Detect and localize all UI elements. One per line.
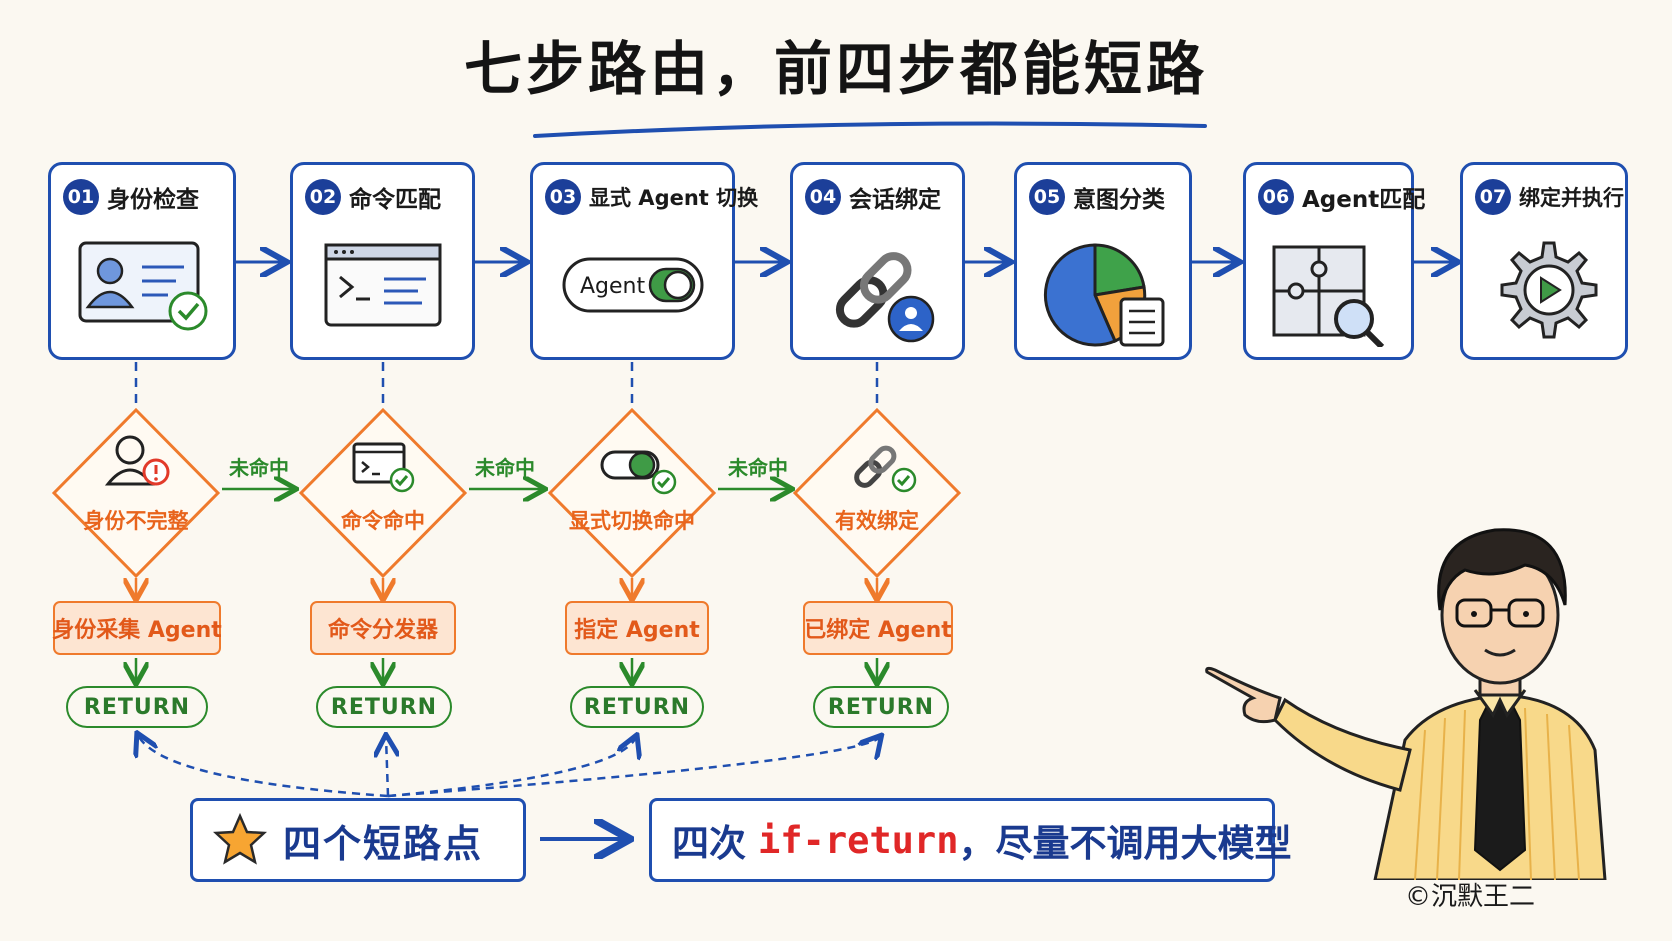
decision-label: 命令命中 xyxy=(341,509,425,533)
step-card-01: 01 身份检查 xyxy=(48,162,236,360)
decision-diamond xyxy=(792,407,962,579)
step-label: 身份检查 xyxy=(107,187,199,213)
chain-check-icon xyxy=(854,445,917,493)
step-label: Agent匹配 xyxy=(1302,187,1426,213)
miss-label: 未命中 xyxy=(475,456,535,480)
step-label: 绑定并执行 xyxy=(1519,186,1624,210)
action-box: 身份采集 Agent xyxy=(52,601,222,655)
step-number: 01 xyxy=(63,179,99,215)
return-pill: RETURN xyxy=(316,686,452,728)
user-alert-icon xyxy=(104,435,170,486)
decision-label: 有效绑定 xyxy=(835,509,919,533)
toggle-text: Agent xyxy=(580,274,645,299)
decision-diamond xyxy=(298,407,468,579)
step-number: 07 xyxy=(1475,179,1511,215)
shortcut-curves xyxy=(138,735,880,798)
watermark: ©沉默王二 xyxy=(1405,882,1536,912)
miss-label: 未命中 xyxy=(728,456,788,480)
step-number: 04 xyxy=(805,179,841,215)
summary-if-return-box: 四次 if-return ，尽量不调用大模型 xyxy=(649,798,1291,882)
decision-diamond xyxy=(547,407,717,579)
decision-label: 身份不完整 xyxy=(83,509,189,533)
step-card-02: 02 命令匹配 xyxy=(290,162,475,360)
step-card-05: 05 意图分类 xyxy=(1014,162,1192,360)
step-card-06: 06 Agent匹配 xyxy=(1243,162,1425,360)
action-box: 命令分发器 xyxy=(310,601,456,655)
step-card-03: 03 显式 Agent 切换 Agent xyxy=(530,162,758,360)
gear-play-icon xyxy=(1500,241,1598,339)
toggle-check-icon xyxy=(600,450,677,495)
step-card-07: 07 绑定并执行 xyxy=(1460,162,1628,360)
decision-diamond xyxy=(51,407,221,579)
chain-user-icon xyxy=(835,252,934,343)
step-card-04: 04 会话绑定 xyxy=(790,162,965,360)
return-pill: RETURN xyxy=(66,686,208,728)
summary-short-circuit-box: 四个短路点 xyxy=(190,798,526,882)
id-card-check-icon xyxy=(78,241,208,331)
decision-label: 显式切换命中 xyxy=(569,509,695,533)
summary-suffix: ，尽量不调用大模型 xyxy=(958,822,1292,865)
step-label: 命令匹配 xyxy=(349,187,441,213)
hit-arrows xyxy=(136,578,877,598)
step-label: 显式 Agent 切换 xyxy=(589,186,759,210)
step-number: 06 xyxy=(1258,179,1294,215)
summary-prefix: 四次 xyxy=(672,822,746,865)
page-title: 七步路由，前四步都能短路 xyxy=(463,35,1208,103)
glasses xyxy=(1455,598,1545,628)
return-arrows xyxy=(136,658,877,682)
return-pill: RETURN xyxy=(570,686,704,728)
step-number: 03 xyxy=(545,179,581,215)
action-box: 指定 Agent xyxy=(565,601,709,655)
step-number: 02 xyxy=(305,179,341,215)
shirt-stripes xyxy=(1414,707,1580,880)
decision-diamonds xyxy=(51,407,962,579)
terminal-icon xyxy=(324,243,441,327)
step-label: 意图分类 xyxy=(1073,187,1165,213)
step-label: 会话绑定 xyxy=(849,187,941,213)
pie-chart-icon xyxy=(1043,243,1165,347)
puzzle-search-icon xyxy=(1272,245,1384,347)
star-icon xyxy=(213,813,267,865)
action-box: 已绑定 Agent xyxy=(803,601,953,655)
presenter-illustration xyxy=(1205,528,1607,880)
agent-toggle-icon: Agent xyxy=(562,257,703,313)
step-number: 05 xyxy=(1029,179,1065,215)
return-pill: RETURN xyxy=(813,686,949,728)
miss-label: 未命中 xyxy=(229,456,289,480)
terminal-check-icon xyxy=(352,442,415,493)
dashed-links xyxy=(134,362,879,408)
summary-code: if-return xyxy=(758,818,959,862)
summary-left-text: 四个短路点 xyxy=(283,821,484,866)
